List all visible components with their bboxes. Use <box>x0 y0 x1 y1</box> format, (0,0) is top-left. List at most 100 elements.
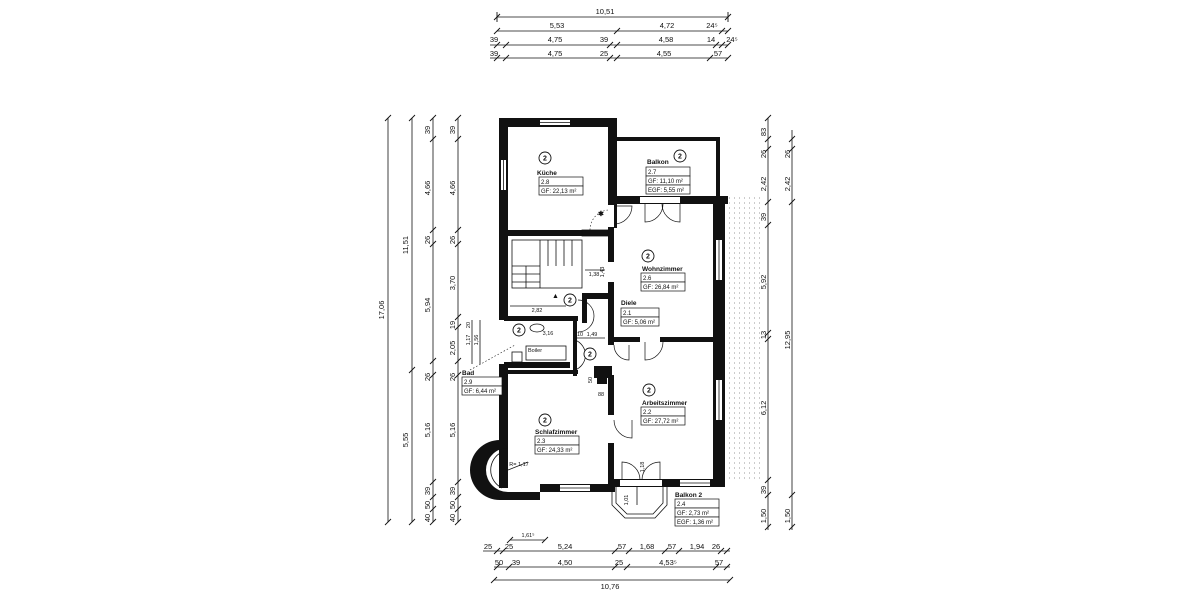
asterisk-icon: ✱ <box>598 210 604 218</box>
dim-left-a1: 11,51 <box>401 236 410 254</box>
room-bad-name: Bad <box>462 370 474 377</box>
room-balkon2-area: GF: 2,73 m² <box>677 511 709 517</box>
room-kueche-area: GF: 22,13 m² <box>541 189 576 195</box>
dim-left-c5: 19 <box>448 321 457 329</box>
dim-left-c10: 50 <box>448 501 457 509</box>
room-balkon: 2 Balkon 2.7 GF: 11,10 m² EGF: 5,55 m² <box>645 149 691 195</box>
dim-left-s2: 20 <box>466 322 472 328</box>
room-schlafzimmer-id: 2.3 <box>537 439 546 445</box>
dim-right-a2: 26 <box>759 150 768 158</box>
dim-bottom-r2-c: 4,50 <box>558 558 573 567</box>
hall-dim-1: 1,49 <box>587 332 598 338</box>
dim-bottom-r1-h: 26 <box>712 542 720 551</box>
dim-right-b1: 26 <box>783 150 792 158</box>
room-bad-area: GF: 6,44 m² <box>464 389 496 395</box>
marker-bath: 2 <box>517 328 521 335</box>
room-schlafzimmer-area: GF: 24,33 m² <box>537 448 572 454</box>
staircase: 1,43 1,38 2,82 ▲ <box>510 229 609 314</box>
dim-bottom-small: 1,61⁵ <box>522 532 535 539</box>
dim-top-r2-b: 4,75 <box>548 35 563 44</box>
room-arbeitszimmer-number: 2 <box>647 388 651 395</box>
room-kueche-id: 2.8 <box>541 180 550 186</box>
dim-left-c3: 26 <box>448 236 457 244</box>
dim-left-b5: 26 <box>423 373 432 381</box>
dim-right-a7: 6,12 <box>759 401 768 416</box>
room-kueche-name: Küche <box>537 170 557 177</box>
room-wohnzimmer-id: 2.6 <box>643 276 652 282</box>
dim-left-c7: 26 <box>448 373 457 381</box>
dim-bottom-r1-e: 1,68 <box>640 542 655 551</box>
room-wohnzimmer-number: 2 <box>646 254 650 261</box>
dim-left-c11: 40 <box>448 514 457 522</box>
diele-dims: 1,49 10 50 88 <box>575 332 605 398</box>
dim-left-b3: 26 <box>423 236 432 244</box>
dim-left-b7: 39 <box>423 487 432 495</box>
dim-left-b2: 4,66 <box>423 181 432 196</box>
dim-left-c1: 39 <box>448 126 457 134</box>
stair-dim-1: 1,43 <box>600 267 606 278</box>
dim-bottom-r2-d: 25 <box>615 558 623 567</box>
dim-top-r3-b: 4,75 <box>548 49 563 58</box>
room-kueche: 2 Küche 2.8 GF: 22,13 m² <box>537 151 584 196</box>
terrace-hatch <box>729 197 760 479</box>
left-dimensions: 17,06 11,51 5,55 39 4,66 26 5,94 26 5,16… <box>377 114 481 526</box>
room-balkon-area: GF: 11,10 m² <box>648 179 683 185</box>
walls <box>470 118 728 500</box>
dim-top-r3-c: 25 <box>600 49 608 58</box>
dim-bottom-r2-a: 50 <box>495 558 503 567</box>
dim-left-b9: 40 <box>423 514 432 522</box>
hall-dim-2: 10 <box>577 332 583 338</box>
dim-top-r3-a: 39 <box>490 49 498 58</box>
dim-left-b6: 5,16 <box>423 423 432 438</box>
room-wohnzimmer-area: GF: 26,84 m² <box>643 285 678 291</box>
hall-dim-3: 50 <box>588 377 594 383</box>
dim-bottom-r1-a: 25 <box>484 542 492 551</box>
dim-right-b3: 12,95 <box>783 331 792 350</box>
boiler-label: Boiler <box>528 348 542 354</box>
stair-arrow-icon: ▲ <box>552 293 559 300</box>
room-bad-id: 2.9 <box>464 380 473 386</box>
room-diele: Diele 2.1 GF: 5,06 m² <box>620 300 660 327</box>
top-dimensions: 10,51 5,53 4,72 24⁵ 39 4,75 39 4,58 14 2… <box>490 7 738 62</box>
room-balkon-number: 2 <box>678 154 682 161</box>
dim-right-a8: 39 <box>759 486 768 494</box>
dim-left-c6: 2,05 <box>448 341 457 356</box>
room-bad: Bad 2.9 GF: 6,44 m² <box>461 370 503 396</box>
marker-stairs: 2 <box>568 298 572 305</box>
room-balkon2-name: Balkon 2 <box>675 492 702 499</box>
dim-left-b4: 5,94 <box>423 298 432 313</box>
dim-left-b8: 50 <box>423 501 432 509</box>
bath-fixtures: 3,16 Boiler <box>469 323 567 371</box>
dim-left-a2: 5,55 <box>401 433 410 448</box>
room-schlafzimmer-number: 2 <box>543 418 547 425</box>
dim-top-r2-c: 39 <box>600 35 608 44</box>
room-schlafzimmer: 2 Schlafzimmer 2.3 GF: 24,33 m² <box>534 413 580 455</box>
dim-top-r1-c: 24⁵ <box>706 21 717 30</box>
dim-right-a9: 1,50 <box>759 509 768 524</box>
room-diele-area: GF: 5,06 m² <box>623 320 655 326</box>
room-wohnzimmer: 2 Wohnzimmer 2.6 GF: 26,84 m² <box>640 249 686 292</box>
dim-left-c2: 4,66 <box>448 181 457 196</box>
dim-top-r2-f: 24⁵ <box>726 35 737 44</box>
dim-left-c8: 5,16 <box>448 423 457 438</box>
dim-right-a3: 2,42 <box>759 177 768 192</box>
extra-room-markers: 2 2 2 <box>512 293 597 361</box>
dim-bottom-r2-e: 4,53⁵ <box>659 558 677 567</box>
room-arbeitszimmer: 2 Arbeitszimmer 2.2 GF: 27,72 m² <box>640 383 688 426</box>
room-diele-id: 2.1 <box>623 311 632 317</box>
dim-bottom-r1-d: 57 <box>618 542 626 551</box>
room-arbeitszimmer-name: Arbeitszimmer <box>642 400 688 407</box>
balkon-2-structure: 1,01 1,18 <box>611 462 668 519</box>
dim-right-a1: 83 <box>759 128 768 136</box>
dim-top-r3-e: 57 <box>714 49 722 58</box>
dim-top-total: 10,51 <box>596 7 615 16</box>
dim-bottom-r2-b: 39 <box>512 558 520 567</box>
dim-right-a5: 5,92 <box>759 275 768 290</box>
room-kueche-number: 2 <box>543 156 547 163</box>
room-arbeitszimmer-id: 2.2 <box>643 410 652 416</box>
bottom-dimensions: 1,61⁵ 25 25 5,24 57 1,68 57 1,94 26 50 3… <box>483 532 734 591</box>
dim-bottom-r1-f: 57 <box>668 542 676 551</box>
room-schlafzimmer-name: Schlafzimmer <box>535 429 578 436</box>
dim-bottom-r1-g: 1,94 <box>690 542 705 551</box>
